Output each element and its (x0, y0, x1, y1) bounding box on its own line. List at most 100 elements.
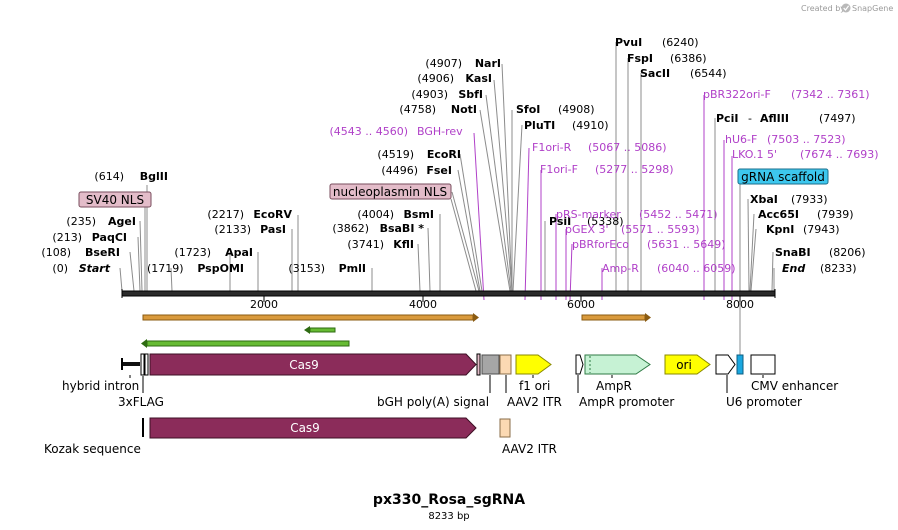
plasmid-length: 8233 bp (428, 511, 469, 522)
site-snabi[interactable]: SnaBI (8206) (775, 246, 866, 259)
site-pos: (4910) (572, 119, 609, 132)
ampr-feature[interactable] (584, 354, 651, 375)
primer-pbrforeco[interactable]: pBRforEco (5631 .. 5649) (572, 238, 726, 251)
grna-scaffold-feature[interactable] (736, 354, 744, 375)
cas9-feature-2[interactable]: Cas9 (149, 417, 477, 439)
hybrid-intron-feature[interactable] (121, 358, 140, 370)
primer-f1ori-r[interactable]: F1ori-R (5067 .. 5086) (532, 141, 667, 154)
feature-label-ticks (129, 375, 764, 393)
primer-range: (7503 .. 7523) (767, 133, 846, 146)
orf-forward-orange-2[interactable] (581, 313, 651, 322)
primer-f1ori-f[interactable]: F1ori-F (5277 .. 5298) (540, 163, 674, 176)
cmv-enhancer-feature[interactable] (750, 354, 776, 375)
site-acc65i[interactable]: Acc65I (7939) (758, 208, 854, 221)
primer-bgh-rev[interactable]: (4543 .. 4560) BGH-rev (329, 125, 463, 138)
site-bsmi[interactable]: (4004) BsmI (357, 208, 434, 221)
site-sfoi[interactable]: SfoI (4908) (516, 103, 595, 116)
site-pcii-afliii[interactable]: PciI - AflIII (7497) (716, 112, 856, 125)
orf-reverse-green-short[interactable] (304, 326, 336, 334)
site-kpni[interactable]: KpnI (7943) (766, 223, 840, 236)
primer-pgex3[interactable]: pGEX 3' (5571 .. 5593) (565, 223, 700, 236)
site-bglii[interactable]: (614) BglII (94, 170, 168, 183)
site-name: KflI (393, 238, 414, 251)
site-apai[interactable]: (1723) ApaI (174, 246, 253, 259)
site-noti[interactable]: (4758) NotI (399, 103, 477, 116)
site-pos: (4758) (399, 103, 436, 116)
site-start[interactable]: (0) Start (52, 262, 110, 275)
aav2-itr-2-feature[interactable] (499, 418, 511, 438)
flag-nls-markers[interactable] (140, 353, 149, 376)
site-name2: AflIII (760, 112, 789, 125)
restriction-site-labels: (0) Start (108) BseRI (213) PaqCI (235) … (41, 36, 865, 275)
site-pos: (614) (94, 170, 124, 183)
site-fspi[interactable]: FspI (6386) (627, 52, 707, 65)
nls-small-marker[interactable] (476, 353, 481, 376)
orf-forward-orange[interactable] (142, 313, 479, 322)
primer-lko1[interactable]: LKO.1 5' (7674 .. 7693) (732, 148, 879, 161)
site-name: PluTI (524, 119, 555, 132)
site-pos: (4906) (417, 72, 454, 85)
site-bseri[interactable]: (108) BseRI (41, 246, 120, 259)
site-pvui[interactable]: PvuI (6240) (615, 36, 699, 49)
orf-reverse-green-long[interactable] (141, 339, 350, 348)
ori-feature[interactable]: ori (664, 354, 711, 375)
bgh-polya-feature[interactable] (481, 354, 500, 375)
primer-range: (7342 .. 7361) (791, 88, 870, 101)
site-name: BsaBI * (380, 222, 425, 235)
site-name: PmlI (339, 262, 366, 275)
site-pmli[interactable]: (3153) PmlI (288, 262, 366, 275)
site-ecori[interactable]: (4519) EcoRI (377, 148, 461, 161)
primer-hu6-f[interactable]: hU6-F (7503 .. 7523) (725, 133, 846, 146)
site-pos: (7933) (791, 193, 828, 206)
site-pluti[interactable]: PluTI (4910) (524, 119, 609, 132)
site-bsabi[interactable]: (3862) BsaBI * (332, 222, 424, 235)
primer-pbr322ori-f[interactable]: pBR322ori-F (7342 .. 7361) (703, 88, 870, 101)
site-pspomi[interactable]: (1719) PspOMI (147, 262, 244, 275)
site-agei[interactable]: (235) AgeI (66, 215, 136, 228)
site-sacii[interactable]: SacII (6544) (640, 67, 727, 80)
site-pos: (0) (52, 262, 68, 275)
cas9-feature[interactable]: Cas9 (149, 353, 477, 376)
feature-labels: hybrid intron f1 ori AmpR CMV enhancer 3… (62, 379, 838, 409)
aav2-itr-label-2: AAV2 ITR (502, 442, 557, 456)
sv40-nls-box[interactable]: SV40 NLS (78, 191, 152, 208)
ruler-tick-label: 2000 (250, 298, 278, 311)
site-pos: (4908) (558, 103, 595, 116)
ruler-tick-label: 4000 (409, 298, 437, 311)
site-fsei[interactable]: (4496) FseI (381, 164, 452, 177)
u6-promoter-feature[interactable] (715, 354, 736, 375)
cas9-label-2: Cas9 (290, 421, 320, 435)
primer-range: (5452 .. 5471) (639, 208, 718, 221)
site-sbfi[interactable]: (4903) SbfI (411, 88, 483, 101)
site-name: EcoRI (427, 148, 461, 161)
ampr-promoter-feature[interactable] (575, 354, 584, 375)
primer-range: (4543 .. 4560) (329, 125, 408, 138)
site-kasi[interactable]: (4906) KasI (417, 72, 492, 85)
site-name: SnaBI (775, 246, 811, 259)
sequence-ruler: 2000 4000 6000 8000 (121, 289, 776, 311)
site-name: PciI (716, 112, 738, 125)
site-xbai[interactable]: XbaI (7933) (750, 193, 828, 206)
site-kfli[interactable]: (3741) KflI (347, 238, 414, 251)
primer-prs-marker[interactable]: pRS-marker (5452 .. 5471) (556, 208, 718, 221)
site-pos: (1723) (174, 246, 211, 259)
nucleoplasmin-nls-box[interactable]: nucleoplasmin NLS (329, 183, 452, 200)
hybrid-intron-label: hybrid intron (62, 379, 139, 393)
site-ecorv[interactable]: (2217) EcoRV (207, 208, 292, 221)
site-pos: (3153) (288, 262, 325, 275)
site-pos: (4496) (381, 164, 418, 177)
grna-scaffold-box[interactable]: gRNA scaffold (737, 168, 829, 185)
site-pasi[interactable]: (2133) PasI (214, 223, 286, 236)
site-nari[interactable]: (4907) NarI (425, 57, 501, 70)
primer-amp-r[interactable]: Amp-R (6040 .. 6059) (602, 262, 736, 275)
site-paqci[interactable]: (213) PaqCI (52, 231, 127, 244)
site-psii[interactable]: PsiI (5338) (549, 215, 624, 228)
f1-ori-label: f1 ori (519, 379, 550, 393)
site-end[interactable]: End (8233) (782, 262, 857, 275)
primer-name: hU6-F (725, 133, 757, 146)
site-name: PaqCI (92, 231, 127, 244)
nucleoplasmin-nls-label: nucleoplasmin NLS (333, 185, 447, 199)
aav2-itr-1-feature[interactable] (499, 354, 512, 375)
site-name: ApaI (225, 246, 253, 259)
f1-ori-feature[interactable] (515, 354, 552, 375)
